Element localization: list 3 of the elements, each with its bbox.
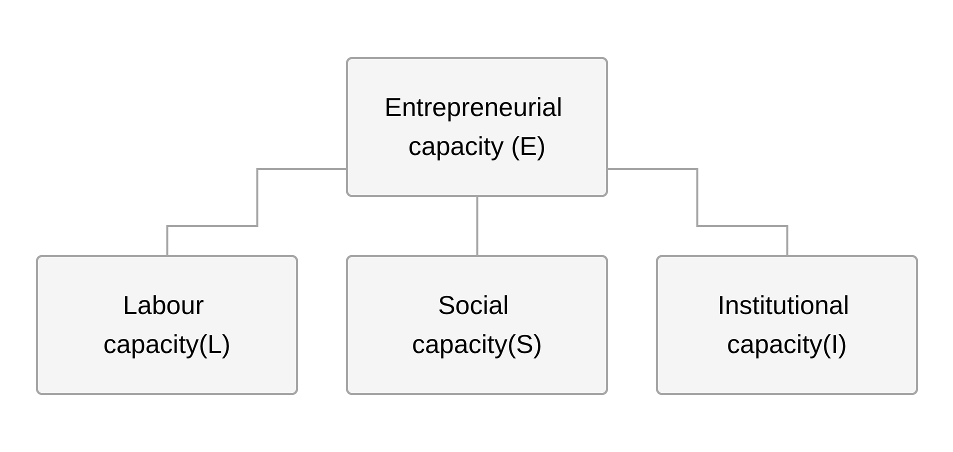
connector [476,196,478,258]
connector [166,168,347,258]
connector [607,168,788,258]
